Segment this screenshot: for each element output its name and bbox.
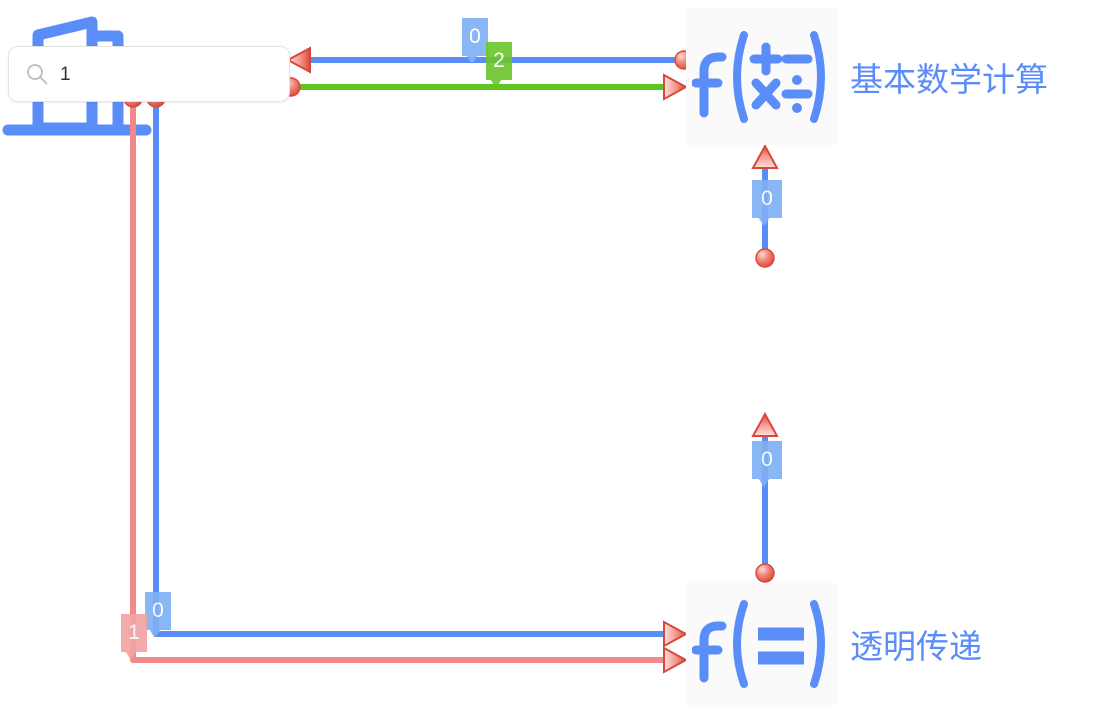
- badge-text: 0: [761, 448, 773, 471]
- badge-edge-vertical-upper[interactable]: 0: [752, 180, 782, 226]
- node-basic-math-label: 基本数学计算: [850, 60, 1048, 98]
- edge-vertical-lower[interactable]: [751, 411, 779, 583]
- badge-tail: [125, 651, 137, 660]
- search-input[interactable]: 1: [8, 46, 290, 102]
- badge-tail: [149, 629, 161, 638]
- function-arithmetic-icon: [686, 8, 838, 145]
- node-transparent-pass-label: 透明传递: [850, 628, 982, 665]
- badge-tail: [466, 55, 478, 64]
- badge-text: 0: [469, 25, 481, 48]
- badge-edge-blue-top[interactable]: 0: [462, 18, 488, 64]
- node-basic-math[interactable]: 基本数学计算: [686, 8, 1048, 145]
- badge-edge-vertical-lower[interactable]: 0: [752, 441, 782, 487]
- search-icon: [26, 63, 48, 85]
- badge-edge-red-bottom[interactable]: 1: [121, 614, 147, 660]
- badge-tail: [490, 79, 502, 88]
- badge-edge-green-top[interactable]: 2: [486, 42, 512, 88]
- node-transparent-pass[interactable]: 透明传递: [686, 583, 982, 705]
- badge-tail: [758, 217, 770, 226]
- badge-edge-blue-bottom[interactable]: 0: [145, 592, 171, 638]
- function-equals-icon: [686, 583, 838, 705]
- badge-tail: [758, 478, 770, 487]
- edge-blue-bottom[interactable]: [146, 88, 689, 648]
- badge-text: 2: [493, 49, 505, 72]
- search-input-value: 1: [60, 63, 71, 85]
- edge-green-top[interactable]: [281, 73, 689, 101]
- badge-text: 0: [152, 599, 164, 622]
- badge-text: 0: [761, 187, 773, 210]
- badge-text: 1: [128, 621, 140, 644]
- edge-red-bottom[interactable]: [123, 88, 689, 674]
